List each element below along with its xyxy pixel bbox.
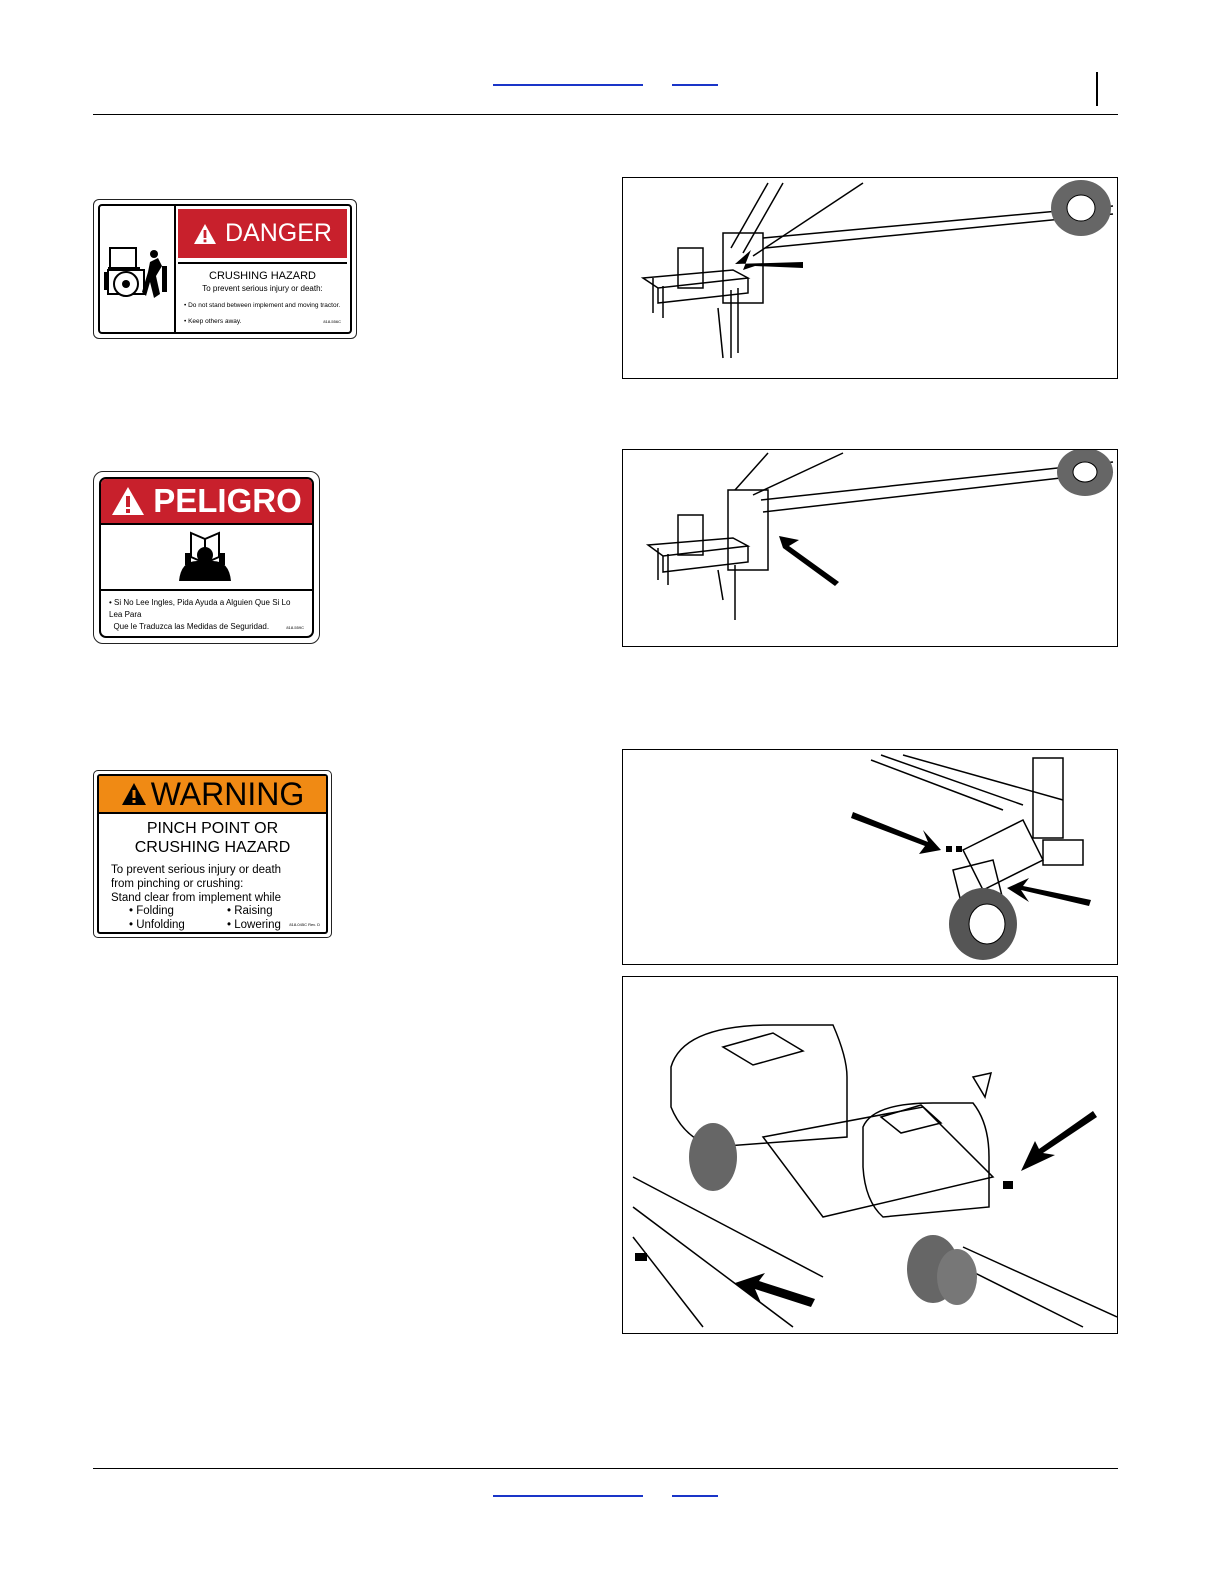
footer-rule	[93, 1468, 1118, 1469]
peligro-header: PELIGRO	[101, 479, 312, 525]
danger-signal-word: DANGER	[225, 219, 332, 247]
hitch-decal-location-2-figure	[622, 449, 1118, 647]
danger-intro: To prevent serious injury or death:	[202, 284, 323, 293]
danger-bullet: • Keep others away.	[184, 318, 242, 325]
warning-action: • Unfolding	[129, 919, 185, 931]
warning-instructions: To prevent serious injury or death from …	[111, 864, 282, 904]
peligro-message: • Si No Lee Ingles, Pida Ayuda a Alguien…	[109, 598, 291, 631]
warning-hazard-line: CRUSHING HAZARD	[134, 839, 291, 856]
tractor-crush-pictogram	[100, 206, 176, 332]
warning-signal-word: WARNING	[150, 775, 305, 812]
danger-message: CRUSHING HAZARD To prevent serious injur…	[178, 262, 347, 329]
danger-hazard: CRUSHING HAZARD	[209, 270, 316, 282]
black-pointer-arrow-icon	[1021, 1111, 1097, 1171]
cart-decal-locations-figure	[622, 976, 1118, 1334]
decal-border: PELIGRO • Si No Lee Ingles, Pida Ayuda a…	[99, 477, 314, 638]
wing-hinge-decal-locations-figure	[622, 749, 1118, 965]
black-pointer-arrow-icon	[735, 1273, 815, 1307]
peligro-decal: PELIGRO • Si No Lee Ingles, Pida Ayuda a…	[93, 471, 320, 644]
reading-operator-pictogram	[101, 525, 312, 591]
header-link-manual[interactable]	[493, 84, 643, 86]
alert-triangle-icon	[121, 783, 146, 805]
footer-link-page[interactable]	[672, 1495, 718, 1497]
warning-header: WARNING	[99, 776, 326, 814]
danger-crushing-hazard-decal: DANGER CRUSHING HAZARD To prevent seriou…	[93, 199, 357, 339]
warning-action: • Raising	[227, 905, 273, 917]
decal-part-number: 818-559C	[286, 625, 304, 630]
danger-header: DANGER	[178, 209, 347, 258]
hitch-decal-location-figure	[622, 177, 1118, 379]
decal-border: DANGER CRUSHING HAZARD To prevent seriou…	[98, 204, 352, 334]
warning-action: • Folding	[129, 905, 174, 917]
alert-triangle-icon	[194, 223, 217, 244]
warning-pinch-point-decal: WARNING PINCH POINT OR CRUSHING HAZARD T…	[93, 770, 332, 938]
decal-part-number: 818-556C	[323, 319, 341, 324]
black-pointer-arrow-icon	[1007, 878, 1091, 906]
warning-action: • Lowering	[227, 919, 281, 931]
header-link-page[interactable]	[672, 84, 718, 86]
black-pointer-arrow-icon	[851, 812, 941, 854]
warning-hazard-line: PINCH POINT OR	[146, 820, 279, 837]
header-rule	[93, 114, 1118, 115]
footer-link-manual[interactable]	[493, 1495, 643, 1497]
black-pointer-arrow-icon	[735, 250, 803, 270]
change-bar	[1096, 72, 1098, 106]
decal-border: WARNING PINCH POINT OR CRUSHING HAZARD T…	[97, 774, 328, 934]
black-pointer-arrow-icon	[779, 536, 839, 586]
decal-part-number: 818-045C Rev. D	[289, 922, 320, 927]
alert-triangle-icon	[112, 487, 145, 515]
peligro-signal-word: PELIGRO	[153, 482, 302, 519]
danger-bullet: • Do not stand between implement and mov…	[184, 302, 341, 309]
